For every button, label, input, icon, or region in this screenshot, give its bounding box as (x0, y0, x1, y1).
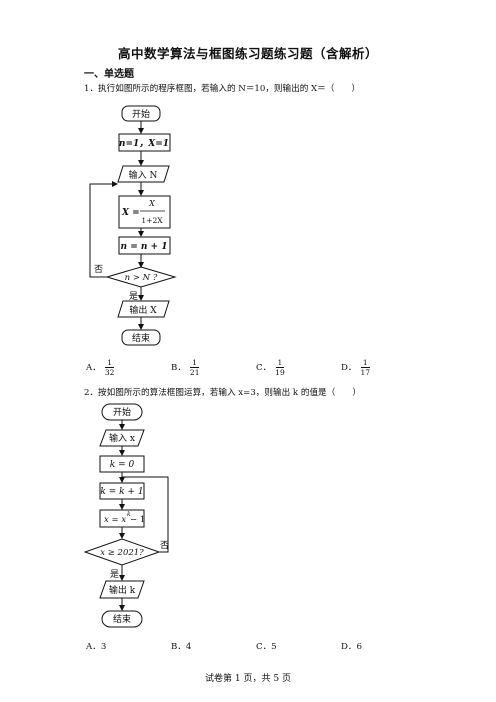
fc1-init-box (118, 133, 171, 152)
fc2-yes-label: 是 (110, 569, 119, 580)
question-1-text: 1．执行如图所示的程序框图，若输入的 N＝10，则输出的 X＝（ ） (84, 84, 361, 94)
fc2-start-label: 开始 (113, 406, 131, 418)
fc2-output-label: 输出 k (109, 584, 136, 596)
fc1-init-label: n=1，X=1 (119, 139, 169, 149)
fc1-increment-box (118, 236, 171, 255)
fc1-assign-den: 1+2X (141, 216, 163, 225)
page-footer: 试卷第 1 页，共 5 页 (205, 674, 291, 684)
fc2-update-exp: k (127, 511, 131, 518)
document-title: 高中数学算法与框图练习题练习题（含解析） (117, 46, 378, 61)
q2-option-b[interactable]: B．4 (171, 642, 192, 652)
fc1-output-box (117, 300, 170, 318)
fc2-condition-label: x ≥ 2021? (100, 548, 144, 558)
q2-option-a[interactable]: A．3 (86, 642, 107, 652)
fc1-input-box (117, 165, 170, 183)
fc2-input-box (99, 429, 145, 447)
fc2-end-label: 结束 (113, 613, 131, 625)
fc2-no-label: 否 (160, 540, 169, 551)
fc2-input-label: 输入 x (109, 432, 135, 444)
fc1-assign-num: X (148, 199, 155, 208)
fc1-assign-box (118, 195, 171, 229)
flowchart-1: 开始 n=1，X=1 输入 N X = X 1+2X n = n + 1 n >… (89, 105, 177, 346)
fc2-update-lhs: x = x (104, 515, 126, 525)
fc1-start-label: 开始 (132, 108, 150, 120)
q2-option-c[interactable]: C．5 (256, 642, 277, 652)
fc1-end-box (121, 329, 161, 346)
fc1-yes-label: 是 (129, 291, 138, 302)
fc1-condition-label: n > N ? (125, 273, 158, 283)
question-2-text: 2．按如图所示的算法框图运算，若输入 x=3，则输出 k 的值是（ ） (84, 388, 362, 398)
flowchart-2: 开始 输入 x k = 0 k = k + 1 x = x k − 1 x ≥ … (83, 403, 169, 628)
fc2-init-label: k = 0 (110, 460, 135, 470)
fc2-output-box (99, 580, 145, 599)
section-heading: 一、单选题 (84, 69, 134, 80)
fc1-input-label: 输入 N (129, 169, 158, 181)
fc1-no-label: 否 (94, 264, 103, 275)
q2-option-d[interactable]: D．6 (341, 642, 362, 652)
fc2-increment-label: k = k + 1 (100, 487, 143, 497)
fc2-update-rhs: − 1 (130, 515, 145, 525)
fc1-end-label: 结束 (132, 332, 150, 344)
fc1-increment-label: n = n + 1 (121, 242, 168, 252)
fc2-end-box (101, 610, 143, 628)
fc1-assign-lhs: X = (121, 208, 140, 218)
fc1-output-label: 输出 X (129, 304, 157, 316)
